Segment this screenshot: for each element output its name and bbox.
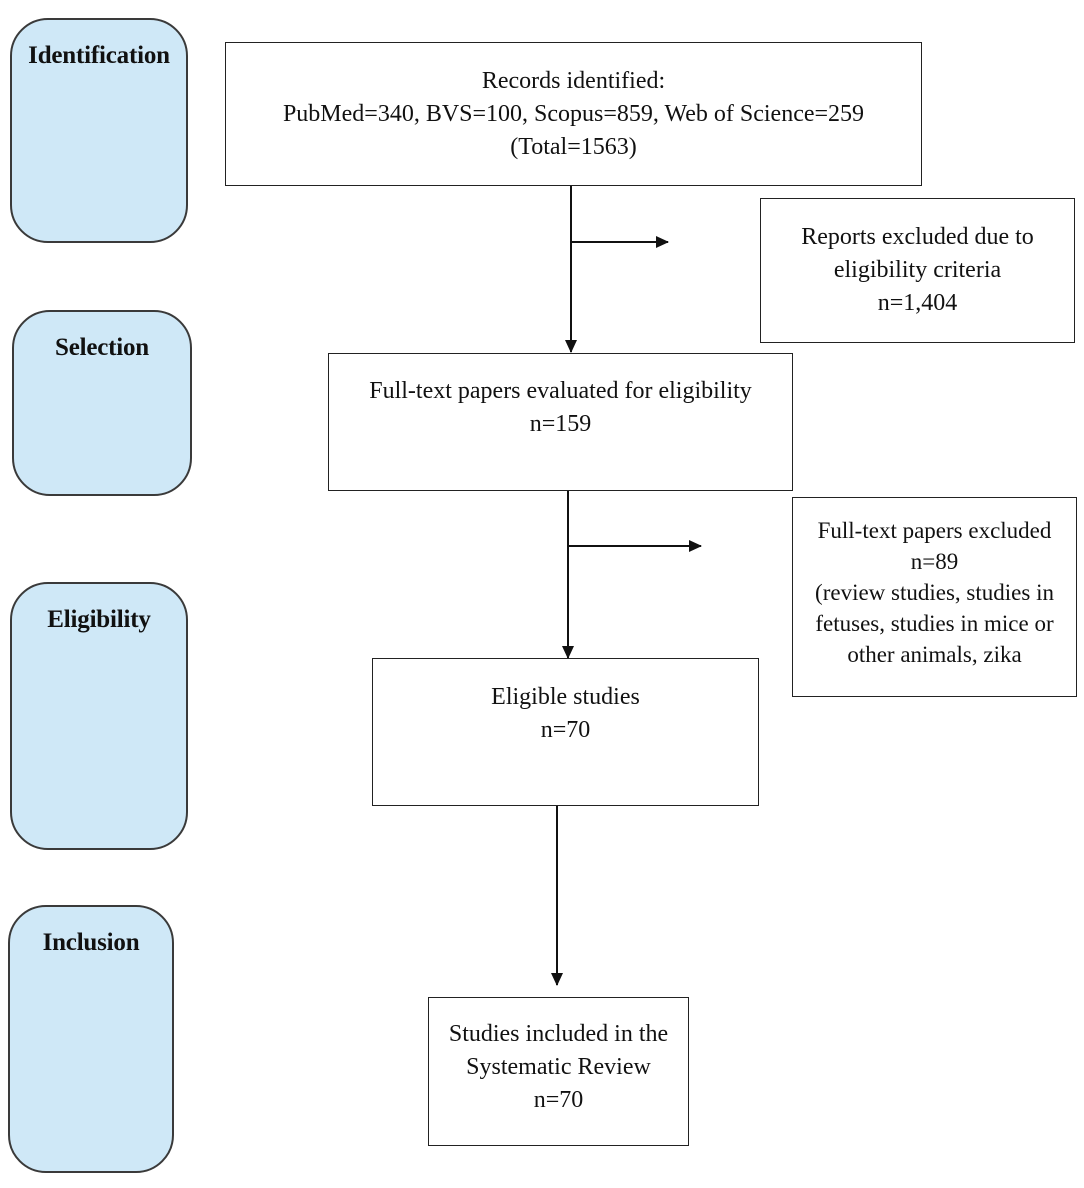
stage-inclusion: Inclusion bbox=[8, 905, 174, 1173]
fulltext-evaluated-title: Full-text papers evaluated for eligibili… bbox=[369, 378, 752, 404]
fulltext-evaluated-count: n=159 bbox=[529, 411, 592, 437]
studies-included-line-2: Systematic Review bbox=[466, 1054, 651, 1080]
stage-selection-label: Selection bbox=[54, 334, 149, 361]
stage-identification: Identification bbox=[10, 18, 188, 243]
fulltext-excluded-title: Full-text papers excluded bbox=[817, 518, 1052, 543]
fulltext-evaluated-box: Full-text papers evaluated for eligibili… bbox=[328, 353, 793, 491]
studies-included-box: Studies included in the Systematic Revie… bbox=[428, 997, 689, 1146]
reports-excluded-line-2: eligibility criteria bbox=[833, 257, 1002, 283]
fulltext-excluded-reason-2: fetuses, studies in mice or bbox=[815, 611, 1054, 636]
studies-included-count: n=70 bbox=[533, 1087, 584, 1113]
records-identified-total: (Total=1563) bbox=[510, 134, 637, 160]
fulltext-excluded-reason-1: (review studies, studies in bbox=[815, 580, 1054, 605]
reports-excluded-count: n=1,404 bbox=[877, 290, 958, 316]
stage-identification-label: Identification bbox=[28, 42, 170, 69]
fulltext-excluded-box: Full-text papers excluded n=89 (review s… bbox=[792, 497, 1077, 697]
records-identified-box: Records identified: PubMed=340, BVS=100,… bbox=[225, 42, 922, 186]
eligible-studies-count: n=70 bbox=[540, 717, 591, 743]
records-identified-title: Records identified: bbox=[481, 68, 666, 94]
stage-eligibility-label: Eligibility bbox=[47, 606, 151, 633]
stage-inclusion-label: Inclusion bbox=[42, 929, 140, 956]
records-identified-sources: PubMed=340, BVS=100, Scopus=859, Web of … bbox=[282, 101, 865, 127]
stage-selection: Selection bbox=[12, 310, 192, 496]
reports-excluded-box: Reports excluded due to eligibility crit… bbox=[760, 198, 1075, 343]
fulltext-excluded-reason-3: other animals, zika bbox=[847, 642, 1022, 667]
reports-excluded-line-1: Reports excluded due to bbox=[801, 224, 1034, 250]
studies-included-line-1: Studies included in the bbox=[448, 1021, 669, 1047]
eligible-studies-box: Eligible studies n=70 bbox=[372, 658, 759, 806]
stage-eligibility: Eligibility bbox=[10, 582, 188, 850]
fulltext-excluded-count: n=89 bbox=[910, 549, 959, 574]
eligible-studies-title: Eligible studies bbox=[491, 684, 640, 710]
